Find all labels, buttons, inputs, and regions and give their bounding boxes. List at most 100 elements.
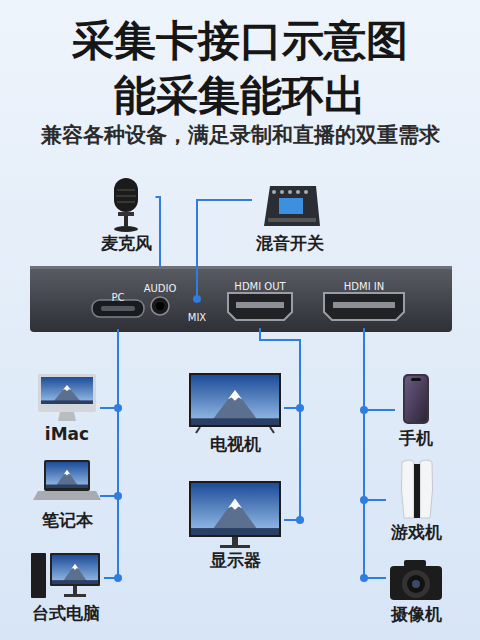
console-shell xyxy=(420,460,433,518)
phone-screen xyxy=(405,376,427,422)
monitor-icon xyxy=(189,481,281,548)
audio-jack xyxy=(151,297,169,315)
subtitle: 兼容各种设备，满足录制和直播的双重需求 xyxy=(0,122,480,148)
card-edge xyxy=(30,266,452,269)
port-label: HDMI IN xyxy=(344,281,384,293)
port-node: PC xyxy=(86,285,150,329)
imac-icon xyxy=(38,374,96,421)
device-node: 手机 xyxy=(395,372,437,448)
port-node: HDMI OUT xyxy=(225,274,295,328)
device-label: 手机 xyxy=(399,428,433,448)
junction-dot xyxy=(114,492,122,500)
mic-base xyxy=(114,226,138,232)
port-label: MIX xyxy=(188,312,206,324)
device-node: 混音开关 xyxy=(252,175,328,253)
junction-dot xyxy=(296,404,304,412)
mixer-knob xyxy=(288,190,292,194)
tv-icon xyxy=(189,373,281,433)
hdmi-pins xyxy=(236,302,284,308)
hdmi-pins xyxy=(333,302,395,308)
mixer-faders xyxy=(268,218,316,222)
connector xyxy=(260,328,300,520)
junction-dot xyxy=(114,574,122,582)
device-label: 游戏机 xyxy=(391,522,442,542)
device-node: iMac xyxy=(34,372,100,444)
desktop-base xyxy=(64,594,86,597)
device-node: 游戏机 xyxy=(386,458,446,542)
camera-icon xyxy=(390,560,442,600)
port-node: AUDIO xyxy=(140,268,181,328)
title: 采集卡接口示意图 能采集能环出 xyxy=(59,14,420,123)
monitor-stand xyxy=(232,537,238,545)
tv-frame xyxy=(189,373,281,427)
laptop-lid xyxy=(44,460,90,491)
device-node: 麦克风 xyxy=(97,175,156,253)
monitor-frame xyxy=(189,481,281,537)
device-label: 混音开关 xyxy=(256,233,324,253)
camera-prism xyxy=(404,560,426,567)
imac-frame xyxy=(38,374,96,412)
tv-screen xyxy=(191,375,279,425)
mic-grille xyxy=(116,196,136,197)
phone-body xyxy=(403,374,429,424)
connector xyxy=(156,197,161,268)
junction-dot xyxy=(296,516,304,524)
port-node: HDMI IN xyxy=(324,274,404,328)
desktop-screen xyxy=(52,555,98,584)
port-label: HDMI OUT xyxy=(234,281,285,293)
phone-icon xyxy=(403,374,429,424)
connector xyxy=(364,328,395,410)
camera-lens xyxy=(402,570,430,598)
mixer-screen xyxy=(279,198,303,214)
mixer-knob xyxy=(280,190,284,194)
mic-grille xyxy=(117,202,135,203)
desktop-icon xyxy=(31,553,100,598)
hdmi-port xyxy=(228,293,292,320)
device-label: 台式电脑 xyxy=(32,603,100,623)
phone-notch xyxy=(411,378,421,381)
connector xyxy=(104,329,118,578)
device-label: 摄像机 xyxy=(391,604,442,624)
camera-glass xyxy=(412,580,420,588)
device-label: 显示器 xyxy=(210,550,261,570)
connector xyxy=(100,329,118,496)
device-label: 笔记本 xyxy=(42,510,93,530)
imac-stand xyxy=(58,412,76,421)
usb-c-tongue xyxy=(101,306,135,311)
monitor-base xyxy=(220,545,250,548)
port-label: PC xyxy=(111,292,124,304)
laptop-base xyxy=(33,491,101,500)
desktop-tower xyxy=(31,553,46,598)
console-shell xyxy=(401,460,414,518)
laptop-screen xyxy=(46,462,88,488)
audio-jack-hole xyxy=(156,302,164,310)
tv-leg xyxy=(196,427,200,433)
connector xyxy=(364,328,386,500)
device-label: 麦克风 xyxy=(101,233,152,253)
mic-collar xyxy=(118,212,134,216)
mixer-body xyxy=(264,186,320,226)
junction-dot xyxy=(360,496,368,504)
tv-leg xyxy=(270,427,274,433)
desktop-stand xyxy=(73,586,77,594)
desktop-monitor xyxy=(50,553,100,586)
console-icon xyxy=(401,460,432,518)
mixer-knob xyxy=(272,190,276,194)
device-node: 电视机 xyxy=(186,372,284,454)
console-core xyxy=(414,464,420,518)
connector xyxy=(364,328,386,578)
junction-dot xyxy=(193,295,201,303)
microphone-icon xyxy=(114,178,138,232)
camera-lens-inner xyxy=(407,575,425,593)
laptop-icon xyxy=(33,460,101,500)
device-label: 电视机 xyxy=(210,434,261,454)
device-node: 台式电脑 xyxy=(28,545,104,623)
junction-dot xyxy=(360,574,368,582)
device-node: 显示器 xyxy=(186,478,284,570)
capture-card xyxy=(30,266,452,332)
device-node: 摄像机 xyxy=(386,556,446,624)
mic-stem xyxy=(124,216,128,226)
device-node: 笔记本 xyxy=(34,458,100,530)
junction-dot xyxy=(114,404,122,412)
monitor-screen xyxy=(191,483,279,535)
